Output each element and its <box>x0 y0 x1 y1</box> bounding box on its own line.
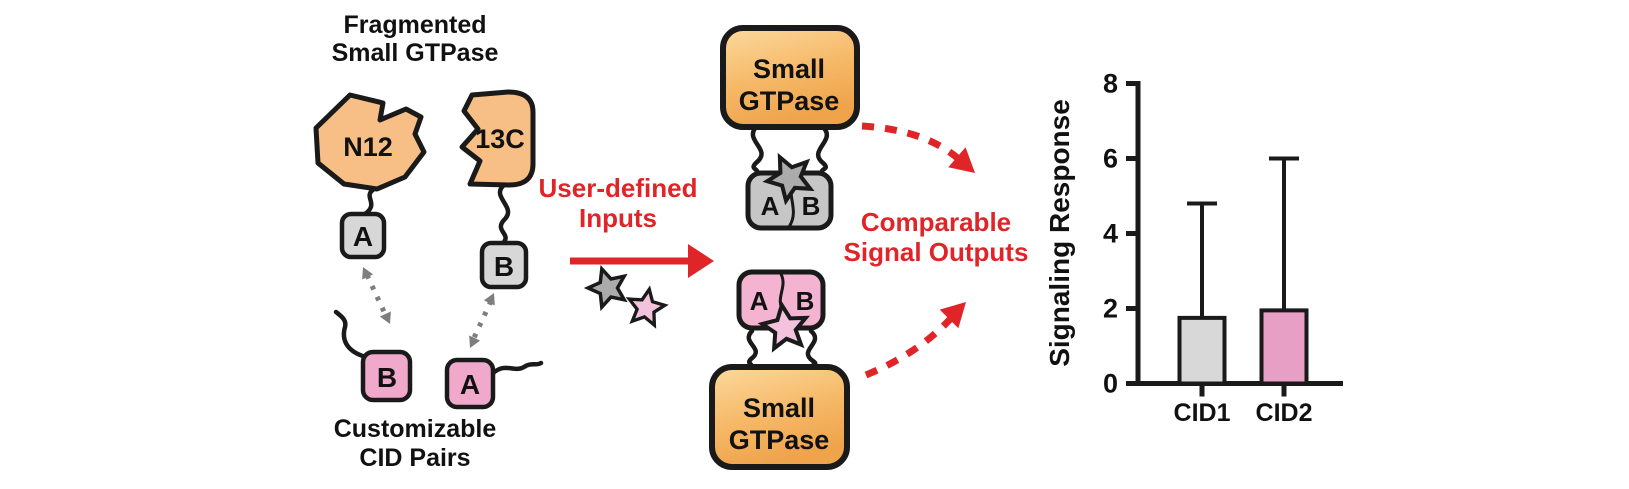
outputs-label-line2: Signal Outputs <box>844 237 1029 267</box>
left-title-line2: Small GTPase <box>332 39 499 67</box>
cid-partner-b-box <box>360 349 413 403</box>
y-tick-label: 6 <box>1103 144 1118 174</box>
top-complex: Small GTPase A B <box>720 25 860 231</box>
linker-squiggle <box>490 360 544 376</box>
linker-squiggle <box>362 186 377 217</box>
bottom-gtpase-line2: GTPase <box>729 425 830 455</box>
bottom-complex-b-label: B <box>796 286 815 316</box>
y-tick-label: 8 <box>1103 69 1118 99</box>
cid-tag-b-box <box>479 240 529 290</box>
output-arrow-bottom <box>864 312 957 379</box>
top-gtpase-line2: GTPase <box>739 86 840 116</box>
linker-squiggle <box>333 309 369 360</box>
x-category-label: CID2 <box>1256 399 1313 427</box>
swap-arrow-line <box>364 273 389 318</box>
x-category-label: CID1 <box>1174 399 1231 427</box>
y-tick-label: 2 <box>1103 294 1118 324</box>
output-arrow-top <box>861 122 965 165</box>
top-gtpase-box <box>720 25 860 130</box>
bottom-complex: A B Small GTPase <box>709 269 850 470</box>
cid-partner-b-label: B <box>377 362 397 393</box>
y-axis-label: Signaling Response <box>1044 99 1075 367</box>
input-arrow-group: User-defined Inputs <box>539 173 714 328</box>
top-complex-a-label: A <box>761 191 780 221</box>
bottom-gtpase-box <box>709 364 850 470</box>
cid-tag-a-label: A <box>353 221 373 252</box>
cid-partner-a-box <box>444 357 496 410</box>
input-arrowhead-icon <box>688 244 714 278</box>
fragment-n12-label: N12 <box>343 132 393 162</box>
fragment-13c-label: 13C <box>475 124 525 154</box>
y-tick-label: 0 <box>1103 369 1118 399</box>
cid-tag-b-label: B <box>494 251 514 282</box>
linker-squiggle <box>497 182 511 246</box>
left-caption-line1: Customizable <box>334 415 497 443</box>
output-arrows-group: Comparable Signal Outputs <box>844 122 1029 379</box>
input-star-gray-icon <box>581 261 633 312</box>
swap-arrow-line <box>470 299 494 342</box>
left-panel: Fragmented Small GTPase N12 13C A B B <box>313 11 544 472</box>
gtpase-fragment-13c-shape <box>459 89 536 188</box>
bar-cid2 <box>1259 308 1309 386</box>
swap-arrow-icon <box>464 290 500 351</box>
inputs-label-line2: Inputs <box>579 203 657 233</box>
swap-arrow-icon <box>357 264 396 327</box>
swap-arrowhead <box>464 335 481 351</box>
gtpase-fragment-n12-shape <box>313 92 427 192</box>
swap-arrowhead <box>379 311 396 327</box>
bottom-gtpase-line1: Small <box>743 393 815 423</box>
left-title-line1: Fragmented <box>343 11 486 39</box>
linker-squiggle <box>815 124 830 177</box>
left-caption-line2: CID Pairs <box>359 444 470 472</box>
bottom-complex-a-label: A <box>750 286 769 316</box>
chart-axes <box>1135 81 1343 386</box>
swap-arrowhead <box>483 290 500 306</box>
inputs-label-line1: User-defined <box>539 173 698 203</box>
top-complex-b-label: B <box>802 191 821 221</box>
linker-squiggle <box>750 124 764 177</box>
bar-cid1 <box>1177 315 1227 386</box>
linker-squiggle <box>805 328 818 370</box>
outputs-label-line1: Comparable <box>861 207 1011 237</box>
top-gtpase-line1: Small <box>753 54 825 84</box>
cid-tag-a-box <box>339 211 387 260</box>
linker-squiggle <box>746 328 758 370</box>
input-star-pink-icon <box>623 284 669 328</box>
y-tick-label: 4 <box>1103 219 1118 249</box>
cid-partner-a-label: A <box>460 369 480 400</box>
